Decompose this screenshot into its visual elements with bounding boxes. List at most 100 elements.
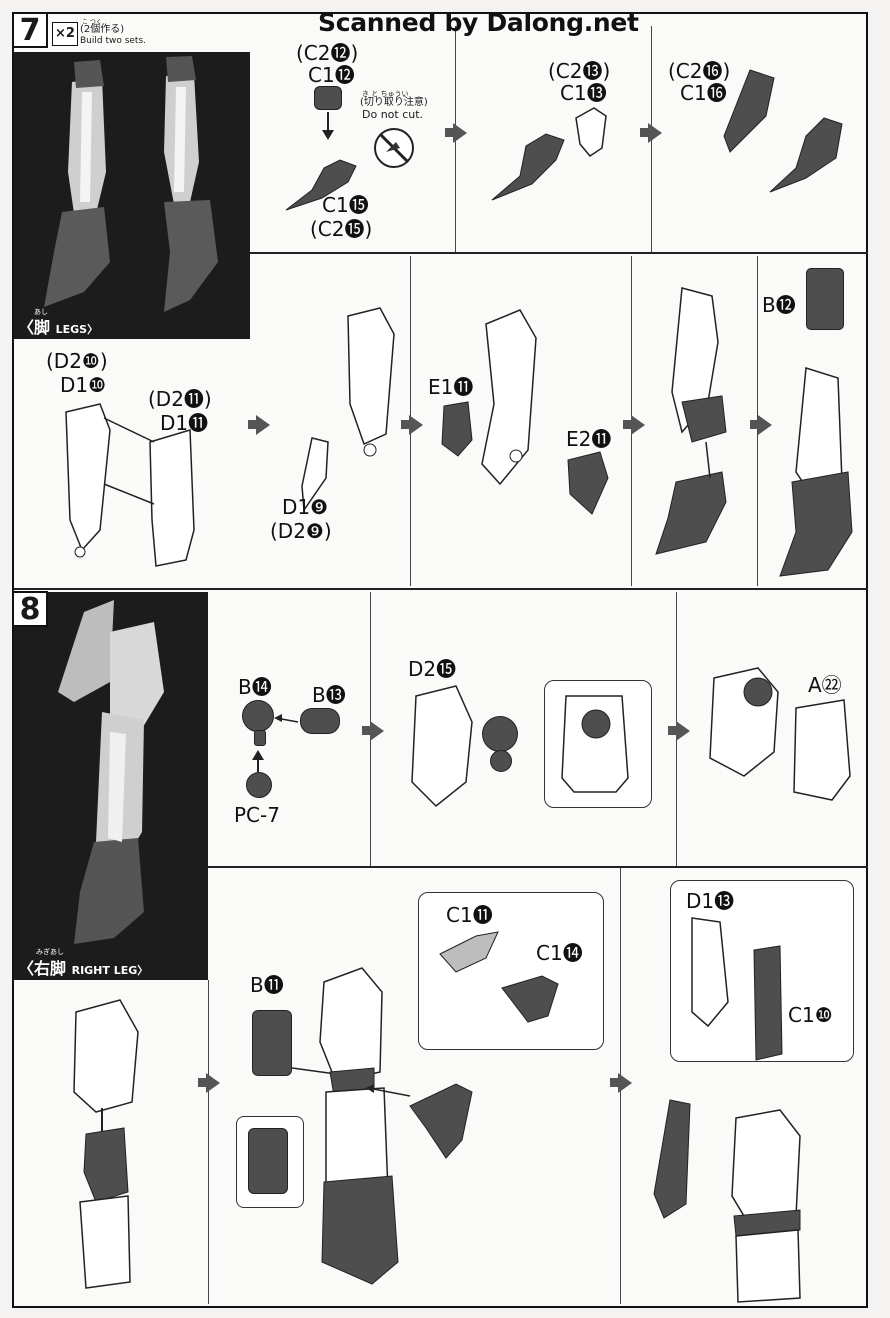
part-b-14-peg [254, 730, 266, 746]
part-d1-9 [301, 437, 329, 513]
step-arrow-stem [623, 420, 631, 429]
step-arrow-stem [445, 128, 453, 137]
down-arrow [322, 112, 334, 140]
right-leg-furigana: みぎあし [36, 949, 64, 956]
up-arrow [252, 750, 264, 772]
step-arrow-icon [648, 123, 662, 143]
part-c1-14 [501, 975, 559, 1023]
part-e1-11 [441, 401, 473, 457]
attach-arrow [291, 1067, 337, 1075]
part-leg-assembly [481, 309, 537, 486]
attach-arrow [103, 483, 155, 505]
label-c2-16: (C2⓰) [668, 59, 731, 83]
row-separator [208, 866, 868, 868]
legs-label-jp: 〈脚 [18, 318, 51, 337]
part-joint-peg [490, 750, 512, 772]
label-d2-11: (D2⓫) [148, 387, 212, 411]
part-c1-11-14-assembly [409, 1083, 473, 1159]
nocut-en: Do not cut. [362, 108, 424, 121]
step-arrow-icon [758, 415, 772, 435]
part-c1-15 [285, 159, 357, 211]
step-arrow-icon [409, 415, 423, 435]
part-e2-11 [567, 451, 609, 515]
label-c2-13: (C2⓭) [548, 59, 611, 83]
label-d1-9: D1❾ [282, 495, 329, 519]
step-arrow-stem [668, 726, 676, 735]
step-arrow-icon [370, 721, 384, 741]
label-d2-10: (D2❿) [46, 349, 108, 373]
label-b-13: B⓭ [312, 683, 346, 707]
part-hip-assembly [709, 667, 779, 777]
part-thigh-lower [73, 999, 139, 1289]
right-leg-label-jp: 〈右脚 [18, 959, 67, 978]
part-knee-assembly [731, 1109, 801, 1303]
nocut-furigana: き と ちゅうい [362, 90, 409, 98]
part-b-13 [300, 708, 340, 734]
part-d1-13 [691, 917, 729, 1028]
part-c1-11 [439, 931, 499, 973]
label-pc-7: PC-7 [234, 803, 280, 827]
step-arrow-icon [631, 415, 645, 435]
right-leg-photo-art [58, 600, 164, 944]
part-right-leg-assembly [319, 967, 399, 1285]
c1-detail-callout [418, 892, 604, 1050]
part-joint-ball [482, 716, 518, 752]
step-arrow-stem [401, 420, 409, 429]
watermark: Scanned by Dalong.net [318, 8, 639, 37]
label-e1-11: E1⓫ [428, 375, 474, 399]
label-c1-15: C1⓯ [322, 193, 369, 217]
legs-photo: あし 〈脚 LEGS〉 [14, 52, 250, 339]
part-c1-12 [314, 86, 342, 110]
step-separator [14, 588, 868, 590]
label-c1-13: C1⓭ [560, 81, 607, 105]
part-b-11 [252, 1010, 292, 1076]
attach-arrow [274, 714, 299, 723]
build-two-jp: (2個作る) [80, 24, 125, 35]
legs-photo-art [44, 56, 218, 312]
step-arrow-icon [453, 123, 467, 143]
part-d1-10 [65, 403, 111, 558]
no-cut-icon [374, 128, 414, 168]
step-arrow-stem [610, 1078, 618, 1087]
nocut-jp: (切り取り注意) [360, 97, 428, 108]
label-c1-14: C1⓮ [536, 941, 583, 965]
label-d2-15: D2⓯ [408, 657, 457, 681]
label-d1-10: D1❿ [60, 373, 107, 397]
part-d1-11 [149, 429, 195, 567]
step-arrow-stem [198, 1078, 206, 1087]
row-separator [250, 252, 868, 254]
label-b-14: B⓮ [238, 675, 272, 699]
part-leg-frame [347, 307, 395, 457]
label-d1-13: D1⓭ [686, 889, 735, 913]
part-detail-assembled [561, 695, 629, 793]
build-furigana: こ つく [82, 19, 102, 26]
label-c1-16: C1⓰ [680, 81, 727, 105]
part-leg-foot-assembly [655, 287, 727, 555]
label-d2-9: (D2❾) [270, 519, 332, 543]
right-leg-label-en: RIGHT LEG〉 [71, 964, 149, 977]
right-leg-photo: みぎあし 〈右脚 RIGHT LEG〉 [14, 592, 208, 980]
step-arrow-stem [640, 128, 648, 137]
part-c1-16 [723, 69, 775, 153]
label-a-22: A㉒ [808, 673, 842, 697]
step-arrow-stem [750, 420, 758, 429]
step-arrow-stem [248, 420, 256, 429]
right-leg-label: 〈右脚 RIGHT LEG〉 [18, 955, 148, 979]
label-c1-11: C1⓫ [446, 903, 493, 927]
part-c1-13 [575, 107, 607, 157]
part-c1-10 [753, 945, 783, 1061]
step-arrow-icon [256, 415, 270, 435]
label-c2-15: (C2⓯) [310, 217, 373, 241]
part-d1-c1-assembly [653, 1099, 691, 1219]
step-8-number: 8 [12, 591, 48, 627]
step-7-number: 7 [12, 12, 48, 48]
label-c1-10: C1❿ [788, 1003, 833, 1027]
step-arrow-stem [362, 726, 370, 735]
build-two-en: Build two sets. [80, 36, 147, 46]
part-assembly-c1 [491, 133, 565, 201]
part-b-14 [242, 700, 274, 732]
step-arrow-icon [618, 1073, 632, 1093]
label-c1-12: C1⓬ [308, 63, 355, 87]
step-arrow-icon [206, 1073, 220, 1093]
attach-arrow [366, 1084, 411, 1097]
